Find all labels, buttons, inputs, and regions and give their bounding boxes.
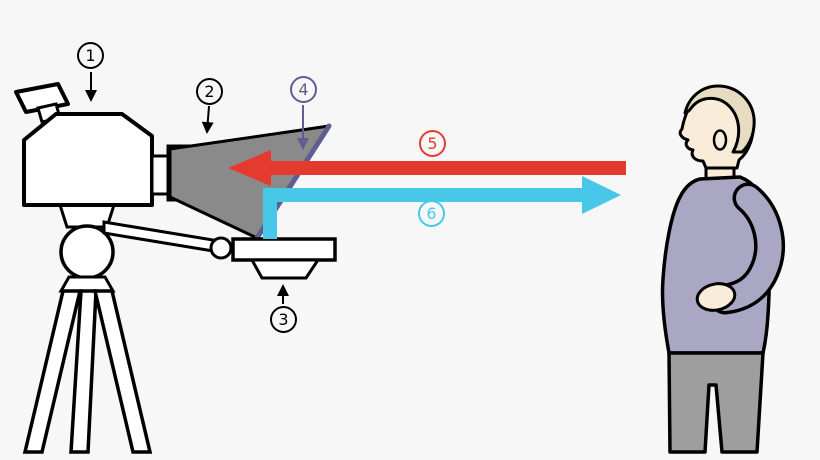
tripod-leg-left: [22, 289, 83, 454]
label-2-pointer-arrow: [201, 105, 214, 134]
person-hand: [695, 282, 737, 312]
person-ear: [712, 129, 728, 151]
tripod-leg-right: [92, 289, 153, 454]
tripod-leg-middle: [69, 289, 98, 454]
label-4-glass: 4: [290, 76, 317, 103]
teleprompter-hood: [168, 123, 332, 241]
label-5-incoming-light: 5: [419, 130, 446, 157]
person-pants: [667, 351, 765, 454]
person-hair: [683, 84, 756, 154]
tripod: [22, 203, 153, 454]
label-2-hood: 2: [196, 78, 223, 105]
label-1-camera: 1: [77, 42, 104, 69]
tripod-collar: [58, 275, 116, 293]
hood-shroud: [168, 124, 331, 240]
red-arrow-subject-to-camera: [228, 150, 626, 186]
monitor: [231, 237, 337, 280]
label-6-reflected-image: 6: [418, 200, 445, 227]
monitor-screen: [231, 237, 337, 262]
person-arm: [713, 186, 782, 311]
support-pivot: [209, 236, 233, 260]
monitor-support: [102, 220, 233, 260]
camera-body: [22, 112, 154, 207]
label-3-monitor: 3: [270, 306, 297, 333]
support-arm: [102, 220, 215, 253]
presenter-person: [660, 84, 785, 454]
cyan-arrow-monitor-to-subject: [263, 176, 621, 239]
monitor-base: [249, 258, 321, 280]
